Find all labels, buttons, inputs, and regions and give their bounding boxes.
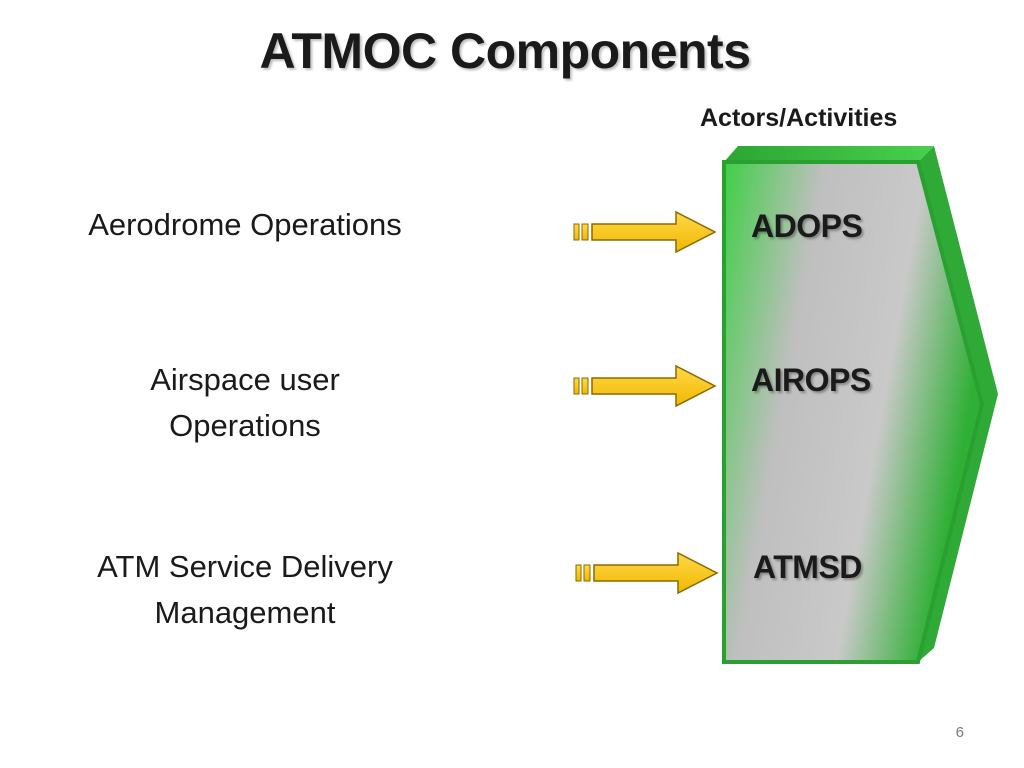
- row-label-line: ATM Service Delivery: [97, 549, 393, 584]
- actors-box-top: [724, 146, 934, 162]
- arrow-tail-bar: [575, 564, 582, 582]
- slide-title: ATMOC Components: [259, 23, 751, 79]
- row-label-airspace: Airspace user Operations: [40, 357, 450, 449]
- arrow-body: [591, 364, 717, 408]
- arrow-tail-bar: [581, 223, 589, 241]
- arrow-tail-bar: [573, 223, 580, 241]
- actor-label-airops: AIROPS: [751, 362, 871, 398]
- row-label-line: Management: [154, 595, 336, 630]
- row-label-atm-service: ATM Service Delivery Management: [40, 544, 450, 636]
- arrow-tail-bar: [583, 564, 591, 582]
- arrow-tail-bar: [573, 377, 580, 395]
- actor-label-atmsd: ATMSD: [753, 549, 862, 585]
- row-label-aerodrome: Aerodrome Operations: [40, 202, 450, 248]
- actor-label-adops: ADOPS: [751, 208, 863, 244]
- arrow-atm-service: [575, 551, 719, 595]
- actors-box-face: [722, 160, 985, 664]
- arrow-aerodrome: [573, 210, 717, 254]
- row-label-line: Aerodrome Operations: [88, 207, 402, 242]
- row-label-line: Operations: [169, 408, 321, 443]
- arrow-body: [593, 551, 719, 595]
- row-label-line: Airspace user: [150, 362, 340, 397]
- page-number: 6: [955, 724, 964, 741]
- arrow-airspace: [573, 364, 717, 408]
- column-header: Actors/Activities: [700, 104, 898, 132]
- arrow-tail-bar: [581, 377, 589, 395]
- actors-box: [722, 146, 998, 664]
- arrow-body: [591, 210, 717, 254]
